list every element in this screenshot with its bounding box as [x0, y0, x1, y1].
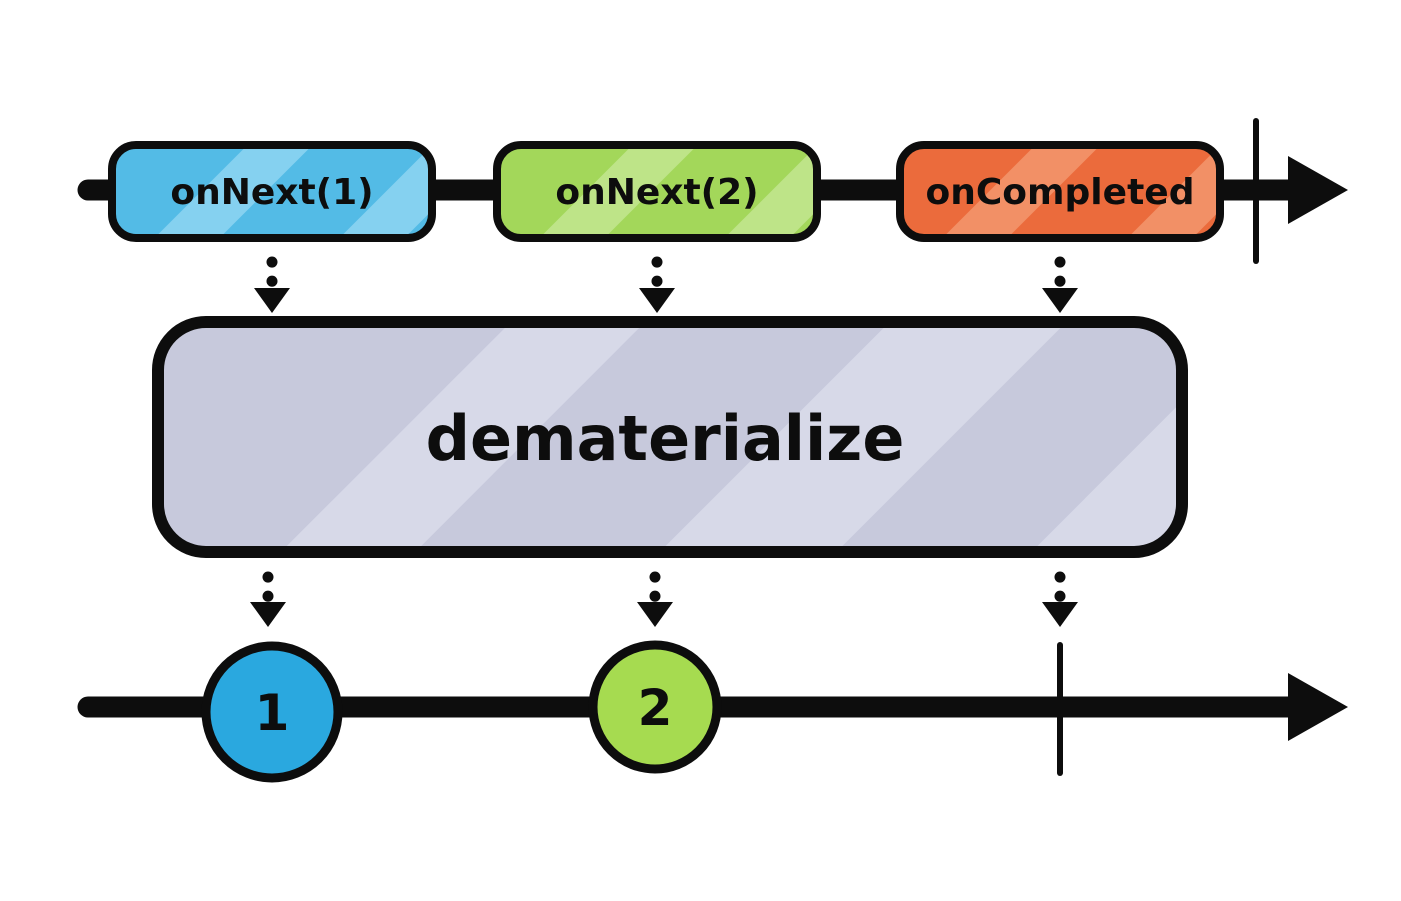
marble-1: 1 [201, 641, 343, 783]
event-box-border [108, 141, 436, 242]
operator-box: dematerialize [152, 316, 1188, 558]
output-timeline-arrowhead-icon [1288, 673, 1348, 741]
marble-circle [588, 640, 722, 774]
marble-circle [201, 641, 343, 783]
flow-arrow-source-3 [1042, 256, 1078, 313]
down-arrow-icon [1042, 288, 1078, 313]
event-label-onnext-2: onNext(2) [555, 172, 758, 213]
event-label-oncompleted: onCompleted [926, 172, 1195, 213]
operator-box-border [152, 316, 1188, 558]
operator-label: dematerialize [426, 402, 905, 475]
stripe [595, 322, 1182, 552]
down-arrow-icon [250, 602, 286, 627]
flow-arrow-source-1 [254, 256, 290, 313]
stripe [508, 145, 732, 238]
stripe [123, 145, 347, 238]
stripe [1096, 145, 1220, 238]
down-arrow-icon [1042, 602, 1078, 627]
source-timeline-arrowhead-icon [1288, 156, 1348, 224]
stripe [693, 145, 817, 238]
event-box-oncompleted: onCompleted [896, 141, 1224, 242]
event-box-stripes [911, 145, 1220, 238]
event-label-onnext-1: onNext(1) [170, 172, 373, 213]
marble-label-2: 2 [638, 679, 673, 737]
marble-2: 2 [588, 640, 722, 774]
event-box-stripes [508, 145, 817, 238]
event-box-stripes [123, 145, 432, 238]
down-arrow-icon [639, 288, 675, 313]
stripe [206, 322, 774, 552]
event-box-border [493, 141, 821, 242]
flow-arrow-output-3 [1042, 571, 1078, 627]
event-box-border [896, 141, 1224, 242]
down-arrow-icon [637, 602, 673, 627]
flow-arrow-output-1 [250, 571, 286, 627]
flow-arrow-output-2 [637, 571, 673, 627]
down-arrow-icon [254, 288, 290, 313]
stripe [911, 145, 1135, 238]
stripe [308, 145, 432, 238]
event-box-onnext-1: onNext(1) [108, 141, 436, 242]
operator-box-stripes [206, 322, 1182, 552]
marble-label-1: 1 [255, 684, 290, 742]
flow-arrow-source-2 [639, 256, 675, 313]
event-box-onnext-2: onNext(2) [493, 141, 821, 242]
